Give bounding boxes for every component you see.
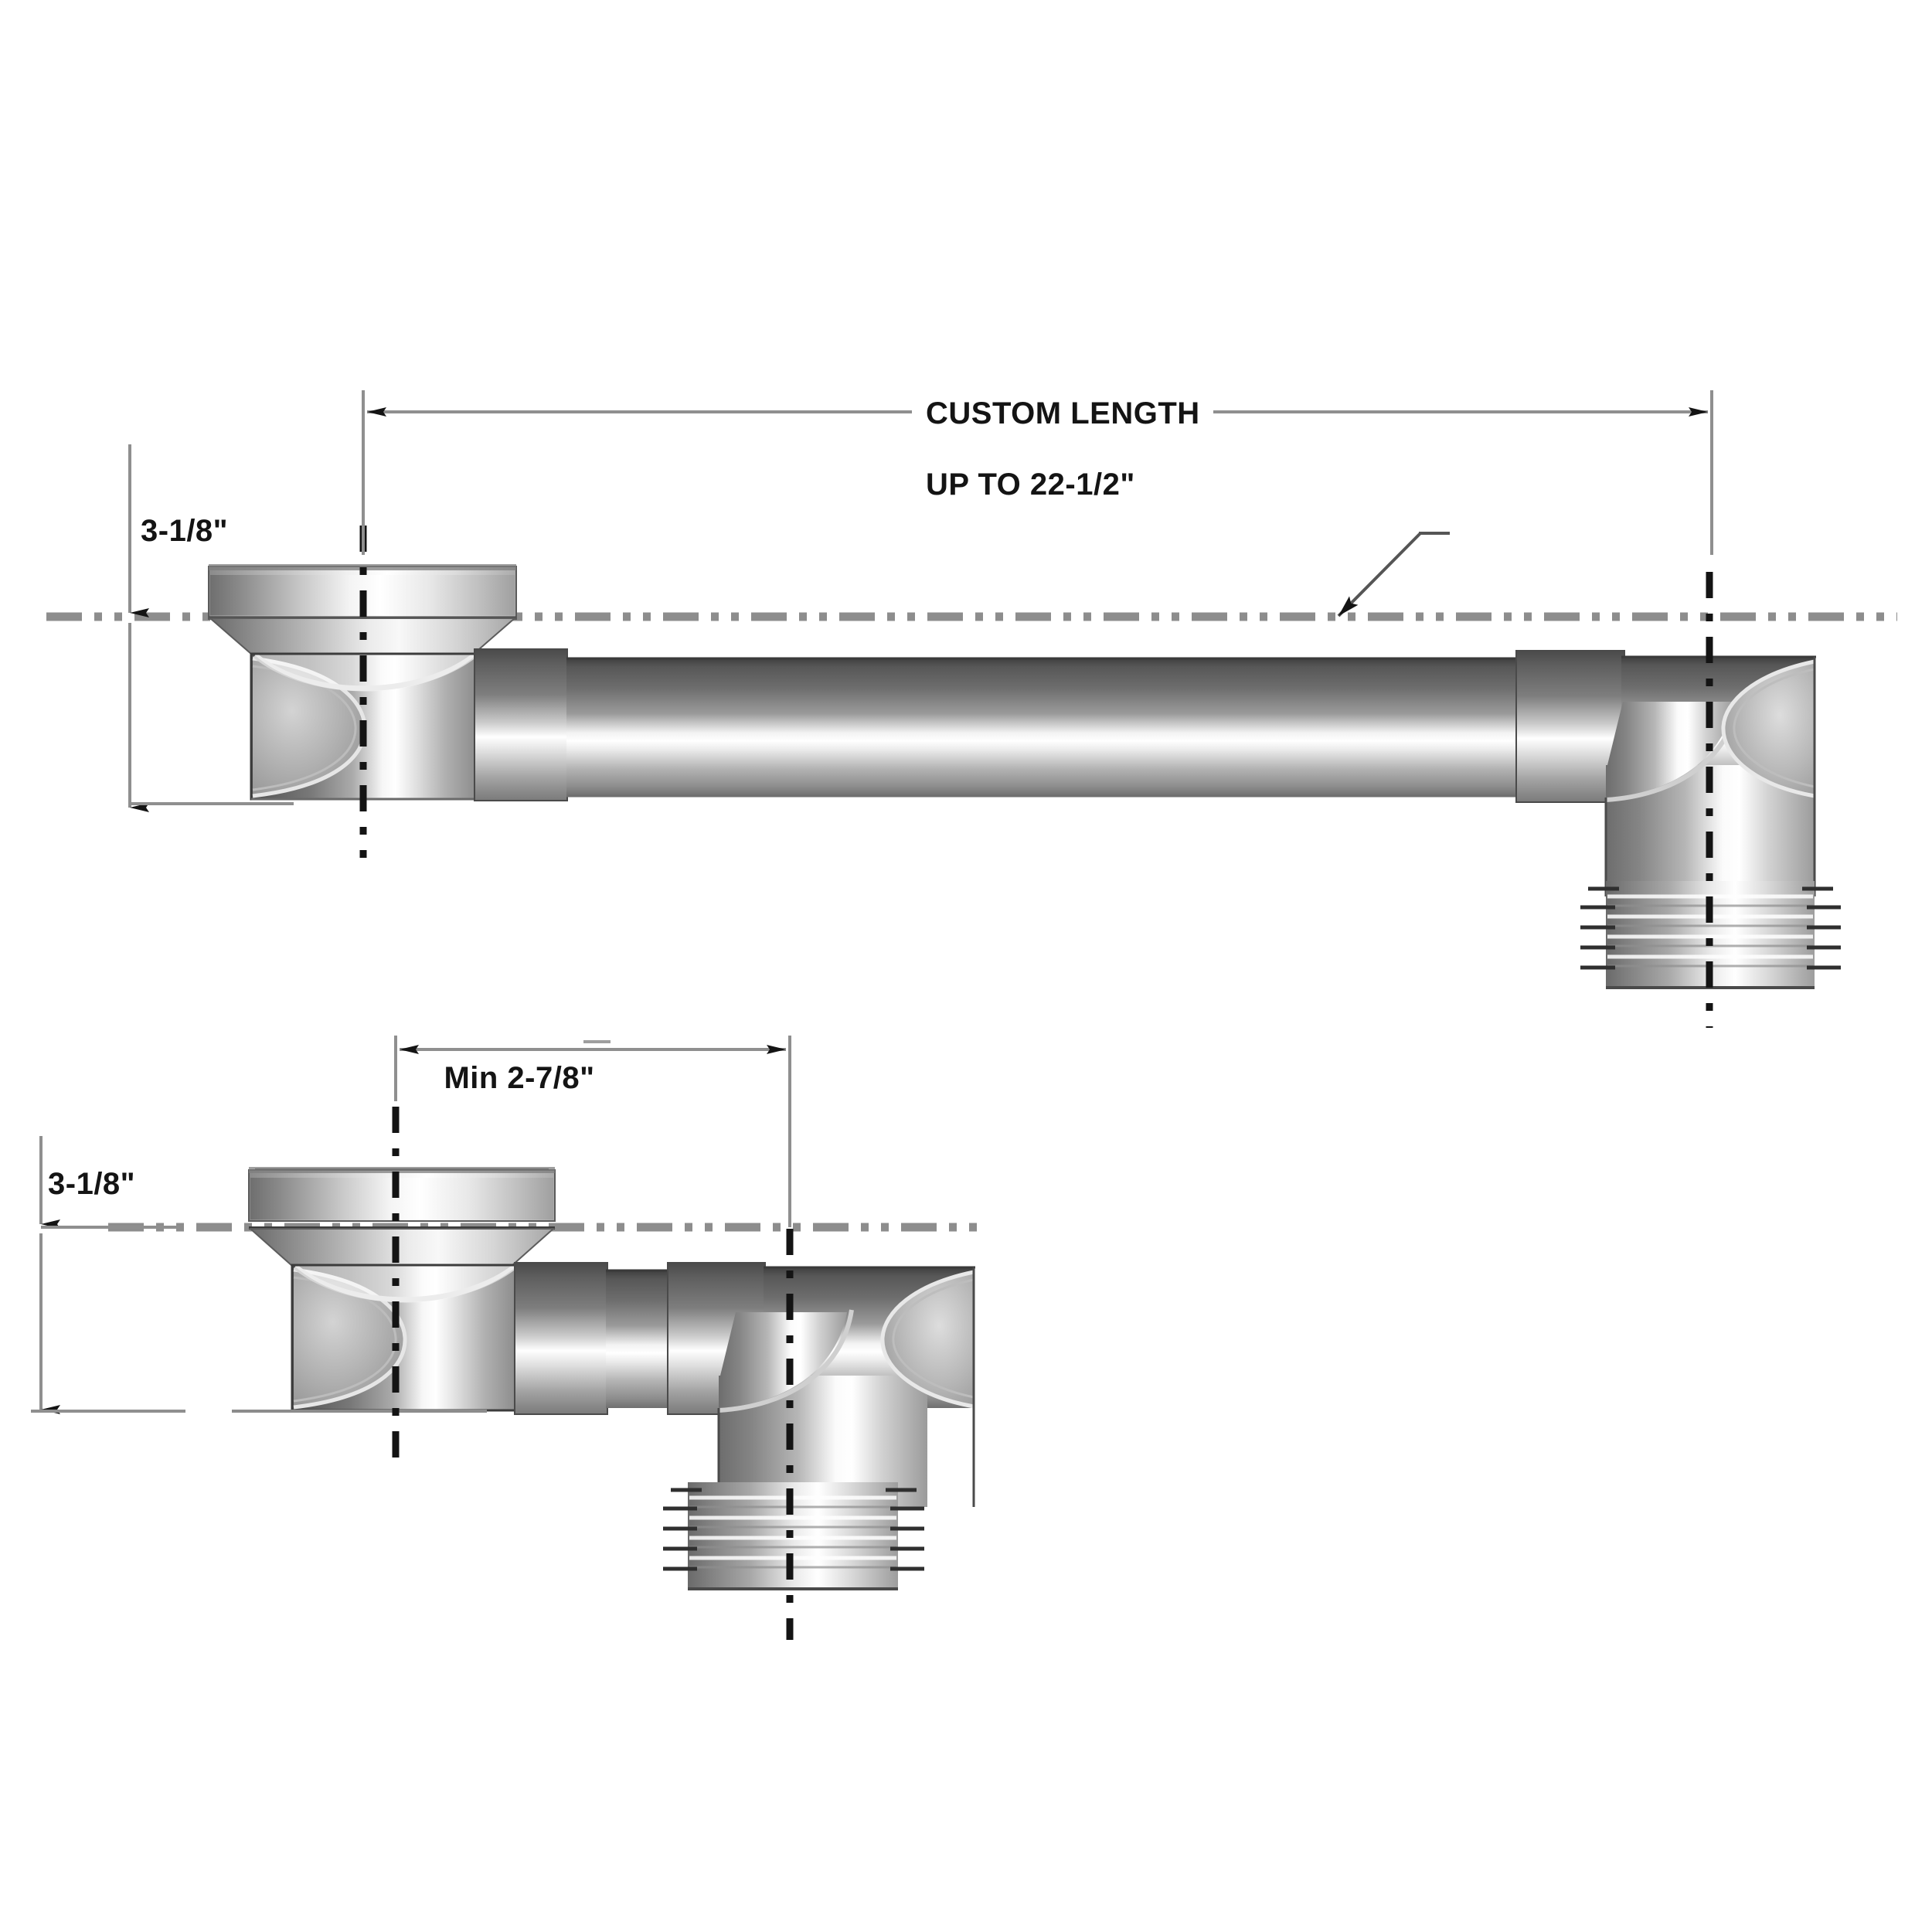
lower-thread-tick-right [886, 1488, 924, 1571]
lower-height-dimension: 3-1/8" [31, 1136, 185, 1414]
lower-taper-cone [248, 1228, 556, 1267]
lower-coupling-collar-1 [514, 1262, 608, 1415]
upper-height-label: 3-1/8" [141, 514, 228, 548]
custom-length-dimension: CUSTOM LENGTH UP TO 22-1/2" [362, 390, 1713, 555]
elbow-bend-fillet [1606, 702, 1734, 798]
main-horizontal-pipe [566, 658, 1519, 796]
lower-elbow-bend-curve [718, 1309, 854, 1413]
min-length-dimension: Min 2-7/8" [394, 1036, 791, 1227]
elbow-socket-bore-highlight [1721, 659, 1815, 798]
lower-height-label: 3-1/8" [48, 1167, 135, 1201]
upper-view: CUSTOM LENGTH UP TO 22-1/2" 3-1/8" [46, 390, 1897, 1028]
elbow-socket-bore [1723, 662, 1815, 796]
min-length-label: Min 2-7/8" [444, 1061, 594, 1095]
lower-flange-body [250, 1178, 553, 1219]
centerline-leader-slant [1337, 532, 1422, 617]
lower-elbow-bend-fillet [719, 1312, 847, 1408]
lower-flange-top-rim [249, 1167, 555, 1173]
thread-tick-left [1580, 886, 1619, 970]
lower-short-pipe [606, 1270, 669, 1408]
thread-tick-right [1802, 886, 1841, 970]
elbow-socket-bore-inner [1733, 668, 1815, 788]
custom-length-label-line2: UP TO 22-1/2" [926, 468, 1135, 502]
lower-elbow-socket-bore-highlight [880, 1270, 975, 1409]
upper-height-dimension: 3-1/8" [128, 444, 294, 812]
custom-length-label-line1: CUSTOM LENGTH [926, 396, 1200, 430]
lower-view: Min 2-7/8" 3-1/8" [31, 1036, 981, 1640]
threaded-outlet-lower [663, 1482, 924, 1590]
lower-elbow-socket-bore-inner [892, 1278, 975, 1399]
lower-thread-tick-left [663, 1488, 702, 1571]
centerline-leader [1337, 532, 1450, 617]
coupling-collar-left [474, 648, 568, 801]
lower-tee-saddle-shadow [295, 1265, 516, 1303]
lower-elbow-socket-bore [882, 1272, 974, 1406]
